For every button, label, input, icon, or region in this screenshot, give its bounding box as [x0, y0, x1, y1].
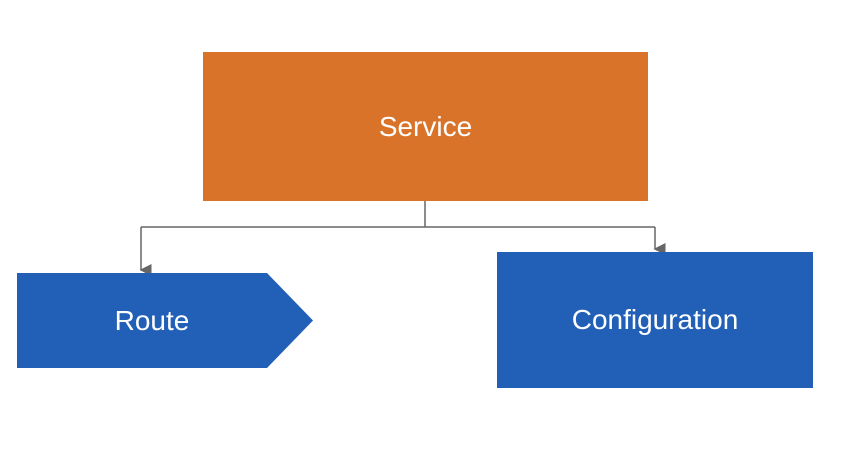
configuration-node: Configuration: [497, 252, 813, 388]
service-label: Service: [378, 110, 473, 142]
service-node: Service: [203, 52, 648, 201]
configuration-label: Configuration: [571, 304, 739, 335]
route-label: Route: [114, 304, 190, 336]
route-arrow-shape: [17, 273, 313, 368]
route-node: Route: [17, 273, 313, 368]
